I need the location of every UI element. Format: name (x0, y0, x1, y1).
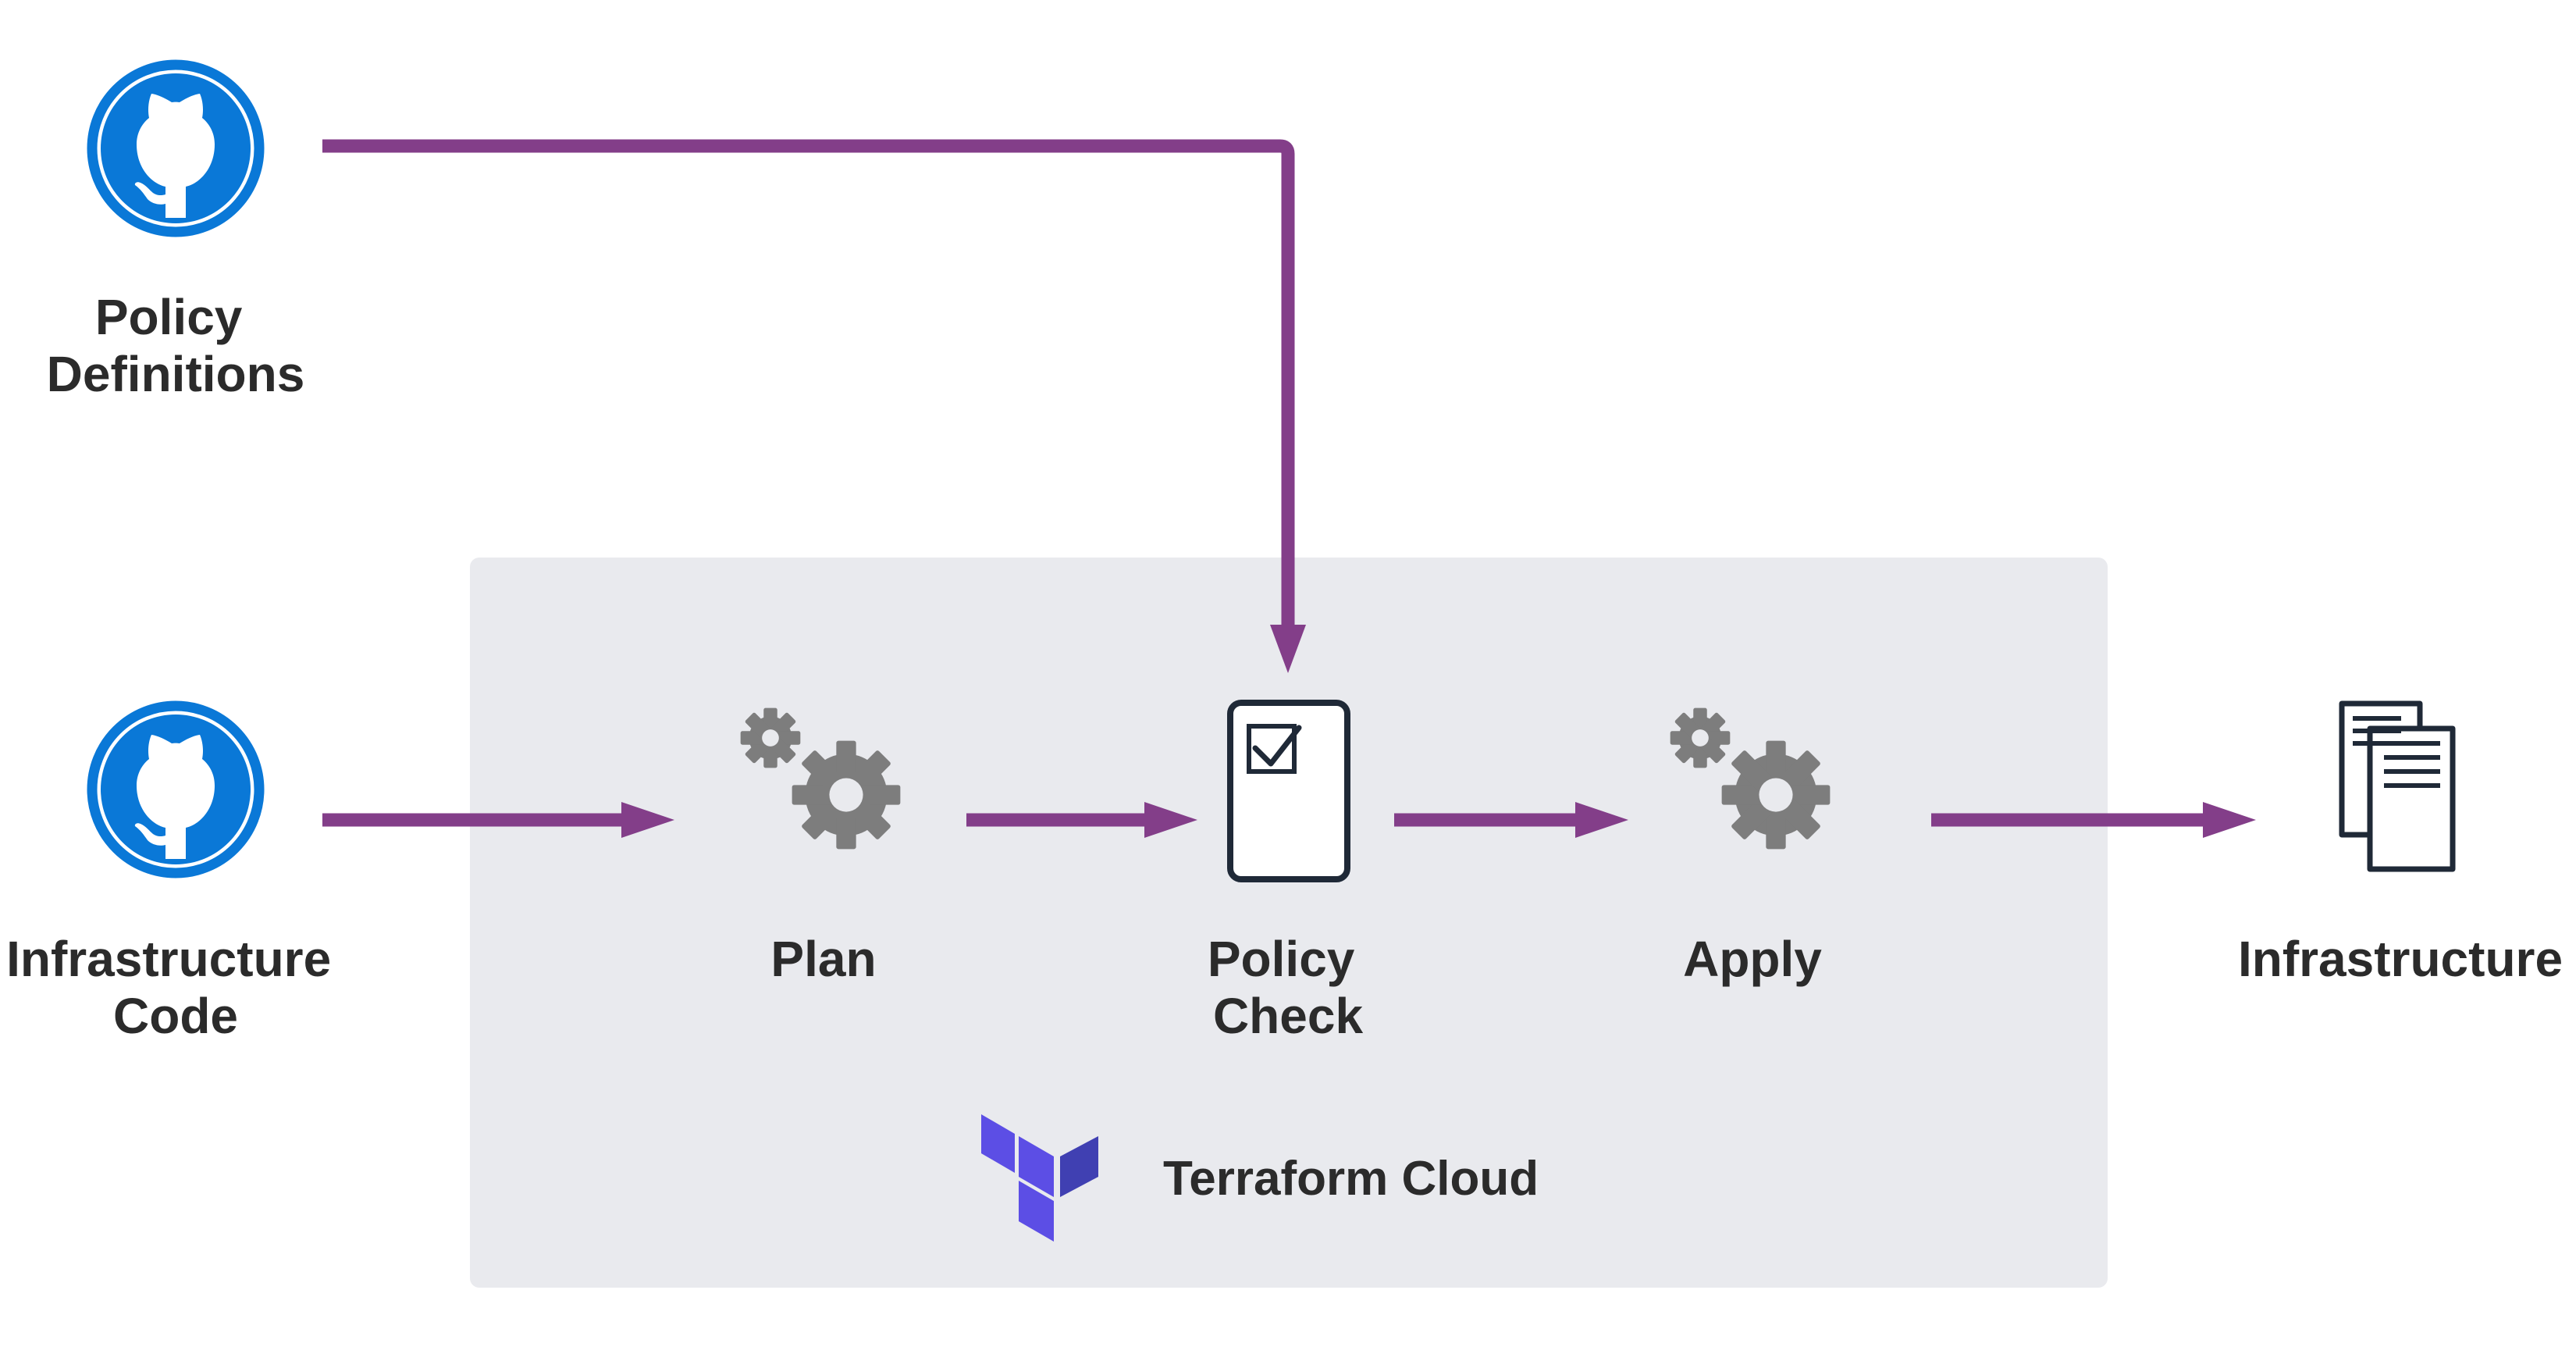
arrow-plan-to-policy-check (966, 802, 1197, 838)
policy-definitions-github-icon (92, 65, 259, 232)
plan-label: Plan (770, 931, 876, 987)
terraform-cloud-label: Terraform Cloud (1163, 1152, 1539, 1206)
infrastructure-code-label: Infrastructure Code (6, 931, 345, 1044)
policy-definitions-label-line2: Definitions (47, 346, 305, 402)
apply-label: Apply (1683, 931, 1822, 987)
infrastructure-code-label-line1: Infrastructure (6, 931, 331, 987)
policy-definitions-label-line1: Policy (95, 289, 243, 345)
arrow-infrastructure-code-to-plan (322, 802, 674, 838)
infrastructure-code-github-icon (92, 706, 259, 873)
policy-check-label-line2: Check (1213, 988, 1364, 1044)
arrow-policy-definitions-to-policy-check (322, 139, 1306, 673)
infrastructure-documents-icon (2342, 704, 2453, 869)
policy-check-label: Policy Check (1208, 931, 1368, 1044)
infrastructure-label: Infrastructure (2238, 931, 2563, 987)
arrow-apply-to-infrastructure (1931, 802, 2256, 838)
policy-check-label-line1: Policy (1208, 931, 1355, 987)
terraform-logo-icon (981, 1114, 1098, 1242)
policy-check-checklist-icon (1227, 700, 1350, 882)
policy-definitions-label: Policy Definitions (47, 289, 305, 402)
infrastructure-code-label-line2: Code (113, 988, 238, 1044)
arrow-policy-check-to-apply (1394, 802, 1628, 838)
